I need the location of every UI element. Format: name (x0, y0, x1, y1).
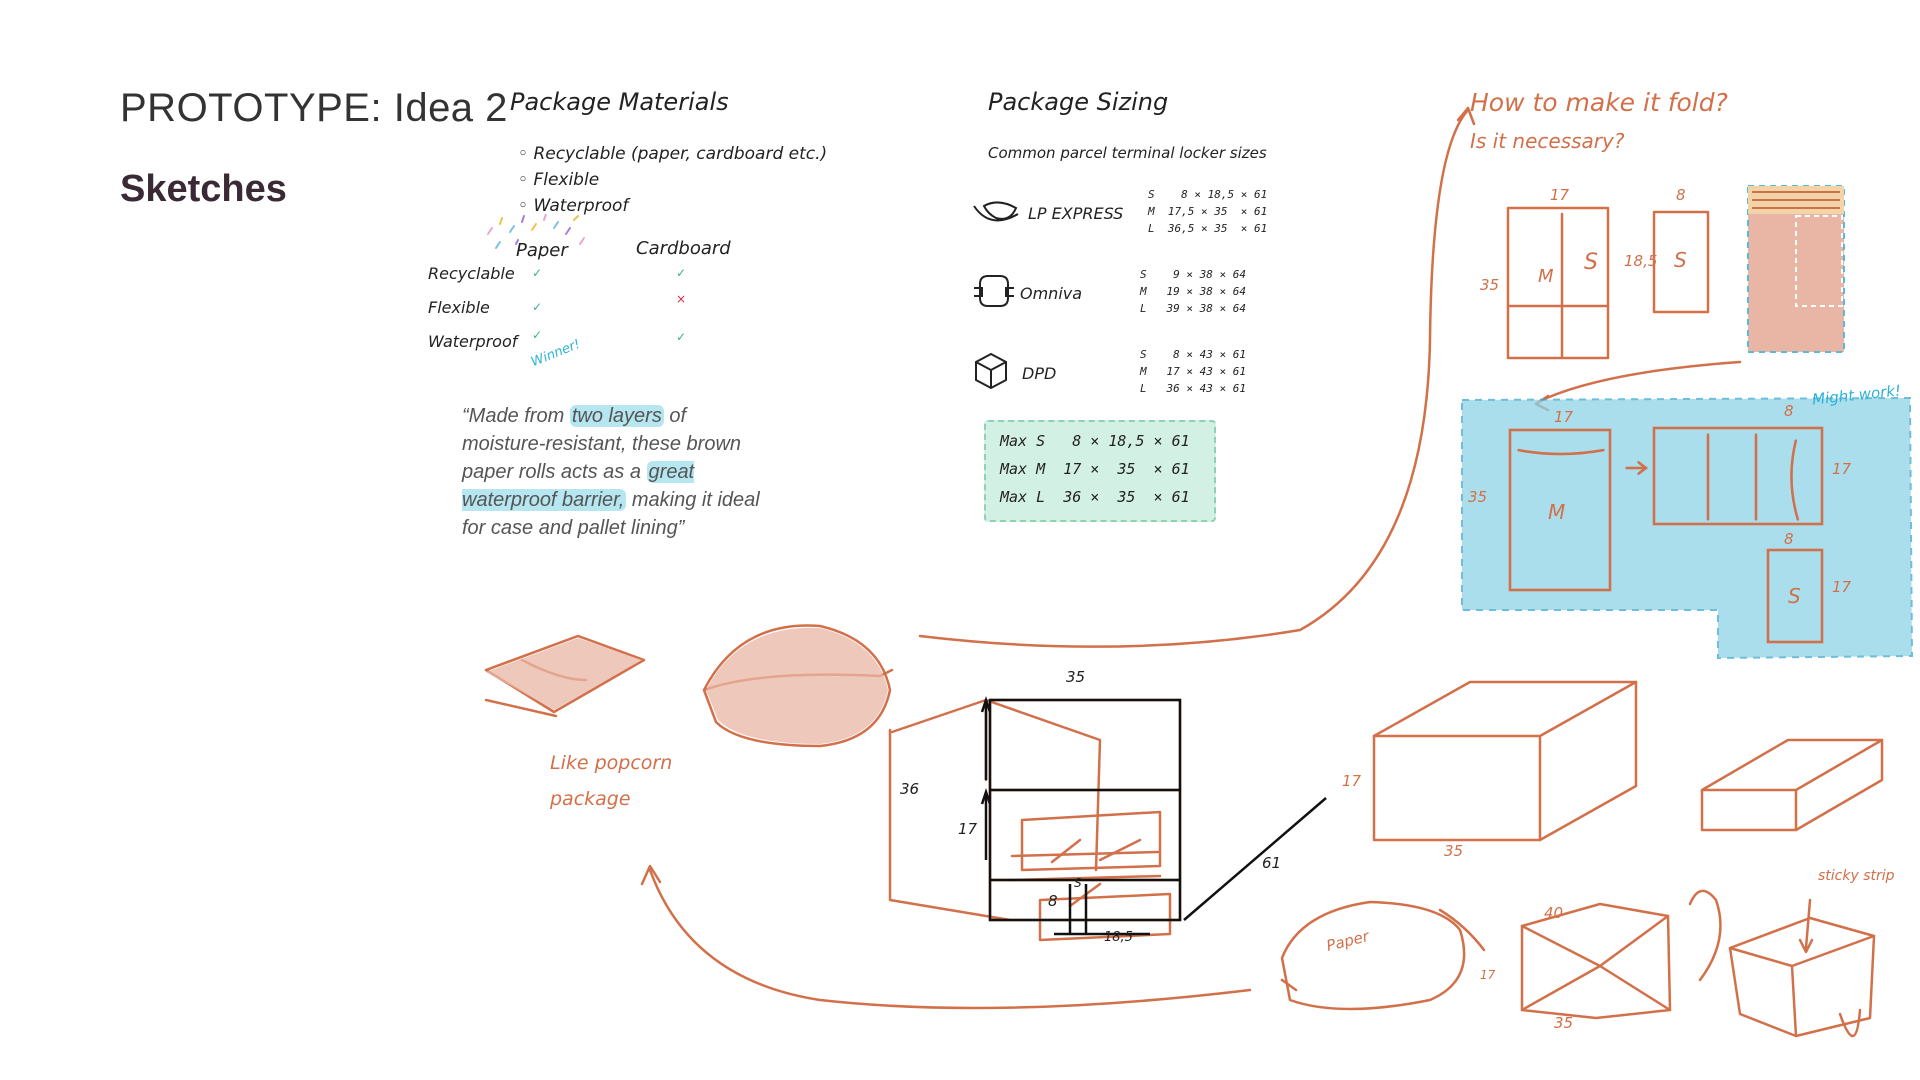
materials-item: ◦ Flexible (518, 170, 600, 190)
check-icon: ✓ (532, 300, 543, 314)
fold-question: How to make it fold?Is it necessary? (1470, 88, 1728, 153)
box-label-m: M (1538, 266, 1554, 287)
check-icon: ✓ (676, 330, 687, 344)
check-icon: ✓ (532, 328, 543, 342)
table-row-label: Flexible (428, 298, 490, 317)
dim-label: 17 (1554, 408, 1574, 426)
confetti-decoration (487, 214, 585, 249)
box-label-s: S (1788, 584, 1801, 608)
lp-express-logo-icon (973, 201, 1019, 222)
check-icon: ✓ (676, 266, 687, 280)
materials-item: ◦ Waterproof (518, 196, 629, 216)
cross-icon: × (676, 292, 687, 306)
section-subtitle: Sketches (120, 168, 287, 210)
carrier-name: LP EXPRESS (1028, 204, 1124, 223)
dim-label: 18,5 (1624, 252, 1658, 270)
sizing-subheading: Common parcel terminal locker sizes (988, 144, 1267, 162)
table-col-cardboard: Cardboard (636, 238, 731, 259)
omniva-logo-icon (974, 275, 1014, 307)
max-sizes-box: Max S 8 × 18,5 × 61 Max M 17 × 35 × 61 M… (984, 420, 1216, 522)
dim-label: 17 (1832, 578, 1852, 596)
sizing-heading: Package Sizing (988, 88, 1169, 116)
dim-label: 17 (1342, 772, 1362, 790)
dim-label: 8 (1784, 530, 1794, 548)
dim-label: 36 (900, 780, 920, 798)
dim-label: 35 (1066, 668, 1086, 686)
box-label-s: S (1584, 250, 1598, 275)
box-label-s: S (1674, 248, 1687, 272)
table-col-paper: Paper (516, 240, 568, 261)
dim-label: 17 (1480, 968, 1496, 982)
carrier-name: Omniva (1020, 284, 1083, 303)
highlight-two-layers: two layers (569, 405, 664, 427)
page-title: PROTOTYPE: Idea 2 (120, 86, 508, 130)
dim-label: 8 (1048, 892, 1058, 910)
max-row: Max M 17 × 35 × 61 (1000, 460, 1190, 478)
max-row: Max S 8 × 18,5 × 61 (1000, 432, 1190, 450)
dim-label: 17 (1550, 186, 1570, 204)
quote-text: “Made from two layers of moisture-resist… (462, 405, 760, 539)
check-icon: ✓ (532, 266, 543, 280)
dim-label: 35 (1468, 488, 1488, 506)
materials-heading: Package Materials (510, 88, 729, 116)
dim-label: 35 (1444, 842, 1464, 860)
dim-label: 18,5 (1104, 930, 1133, 945)
table-row-label: Recyclable (428, 264, 515, 283)
dim-label: 35 (1480, 276, 1500, 294)
carrier-name: DPD (1022, 364, 1057, 383)
max-row: Max L 36 × 35 × 61 (1000, 488, 1190, 506)
materials-item: ◦ Recyclable (paper, cardboard etc.) (518, 144, 828, 164)
sticky-strip-note: sticky strip (1818, 868, 1895, 884)
dim-label: 61 (1262, 854, 1282, 872)
dim-label: 40 (1544, 904, 1564, 922)
dim-label: 17 (958, 820, 978, 838)
box-label-m: M (1548, 500, 1566, 524)
table-row-label: Waterproof (428, 332, 518, 351)
dim-label: 17 (1832, 460, 1852, 478)
dpd-box-logo-icon (975, 352, 1007, 390)
dim-label: 35 (1554, 1014, 1574, 1032)
dim-label: S (1074, 876, 1082, 890)
dim-label: 8 (1676, 186, 1686, 204)
dim-label: 8 (1784, 402, 1794, 420)
